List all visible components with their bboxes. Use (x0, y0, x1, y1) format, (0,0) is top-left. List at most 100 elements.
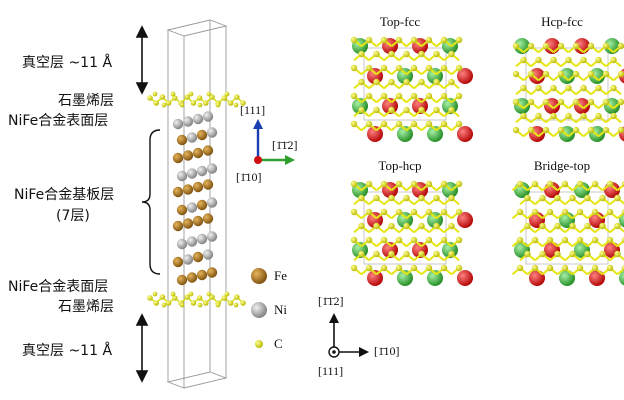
carbon-atom (587, 126, 595, 134)
carbon-atom (172, 95, 178, 101)
carbon-atom (524, 194, 531, 202)
carbon-atom (591, 208, 599, 216)
carbon-atom (388, 250, 395, 258)
graphene-overlay (512, 42, 624, 138)
ni-atom (186, 132, 198, 143)
carbon-atom (527, 70, 535, 78)
legend-graphics (251, 268, 267, 348)
carbon-atom (542, 126, 550, 134)
legend-c-label: C (274, 336, 283, 351)
red-atom (367, 270, 383, 286)
panel-top-fcc (350, 36, 473, 142)
carbon-atom (380, 236, 388, 244)
panel-title-bridge-top: Bridge-top (533, 158, 591, 173)
carbon-atom (240, 100, 246, 106)
ni-atom (206, 231, 218, 242)
carbon-atom (365, 64, 373, 72)
carbon-atom (576, 264, 584, 272)
ni-atom (176, 170, 188, 182)
carbon-atom (152, 291, 158, 297)
carbon-atom (539, 250, 546, 258)
ni-atom (202, 111, 214, 122)
carbon-atom (531, 264, 539, 272)
carbon-atom (527, 98, 535, 106)
carbon-atom (365, 264, 373, 272)
carbon-atom (350, 64, 358, 72)
green-atom (427, 126, 443, 142)
carbon-atom (418, 78, 425, 86)
carbon-atom (591, 264, 599, 272)
carbon-atom (587, 98, 595, 106)
carbon-atom (184, 94, 190, 100)
carbon-atom (365, 36, 373, 44)
slab-atoms (147, 91, 246, 308)
carbon-atom (233, 302, 239, 308)
carbon-atom (425, 264, 433, 272)
carbon-atom (602, 42, 610, 50)
carbon-atom (614, 194, 621, 202)
carbon-atom (621, 264, 624, 272)
fe-layer (172, 179, 214, 198)
carbon-atom (587, 70, 595, 78)
carbon-atom (395, 236, 403, 244)
carbon-atom (599, 194, 606, 202)
carbon-atom (380, 36, 388, 44)
carbon-atom (520, 56, 527, 64)
carbon-atom (197, 102, 203, 108)
fe-atom (172, 220, 184, 232)
carbon-atom (425, 36, 433, 44)
legend-ni-atom (251, 302, 267, 318)
carbon-atom (455, 120, 463, 128)
legend-fe-atom (251, 268, 267, 284)
carbon-atom (610, 112, 617, 120)
green-atom (619, 270, 624, 286)
carbon-atom (170, 291, 176, 297)
carbon-atom (179, 102, 185, 108)
carbon-atom (557, 42, 565, 50)
carbon-atom (569, 250, 576, 258)
carbon-atom (159, 94, 166, 100)
carbon-atom (433, 78, 440, 86)
carbon-atom (425, 120, 433, 128)
carbon-atom (512, 42, 520, 50)
carbon-atom (572, 98, 580, 106)
green-atom (397, 126, 413, 142)
carbon-atom (388, 50, 395, 58)
axis-out-label: [1̄10] (236, 170, 262, 184)
carbon-atom (565, 84, 572, 92)
carbon-atom (380, 92, 388, 100)
carbon-atom (512, 70, 520, 78)
carbon-atom (516, 264, 524, 272)
carbon-atom (614, 250, 621, 258)
carbon-atom (410, 208, 418, 216)
carbon-atom (440, 120, 448, 128)
carbon-atom (410, 64, 418, 72)
carbon-atom (165, 300, 172, 306)
carbon-atom (224, 291, 230, 297)
carbon-atom (179, 302, 185, 308)
fe-atom (196, 129, 208, 141)
carbon-atom (373, 50, 380, 58)
carbon-atom (350, 208, 358, 216)
carbon-atom (535, 56, 542, 64)
panel-title-top-fcc: Top-fcc (379, 14, 421, 29)
carbon-atom (440, 236, 448, 244)
carbon-atom (380, 64, 388, 72)
carbon-atom (448, 194, 455, 202)
carbon-atom (380, 264, 388, 272)
carbon-atom (602, 98, 610, 106)
carbon-atom (358, 194, 365, 202)
carbon-atom (196, 295, 203, 301)
carbon-atom (550, 56, 557, 64)
carbon-atom (147, 295, 153, 301)
carbon-atom (554, 222, 561, 230)
carbon-atom (565, 112, 572, 120)
carbon-atom (557, 70, 565, 78)
graphene-layer (147, 91, 246, 108)
carbon-atom (561, 236, 569, 244)
carbon-atom (433, 106, 440, 114)
carbon-atom (395, 264, 403, 272)
red-atom (529, 270, 545, 286)
carbon-atom (410, 264, 418, 272)
panel-title-top-hcp: Top-hcp (378, 158, 422, 173)
